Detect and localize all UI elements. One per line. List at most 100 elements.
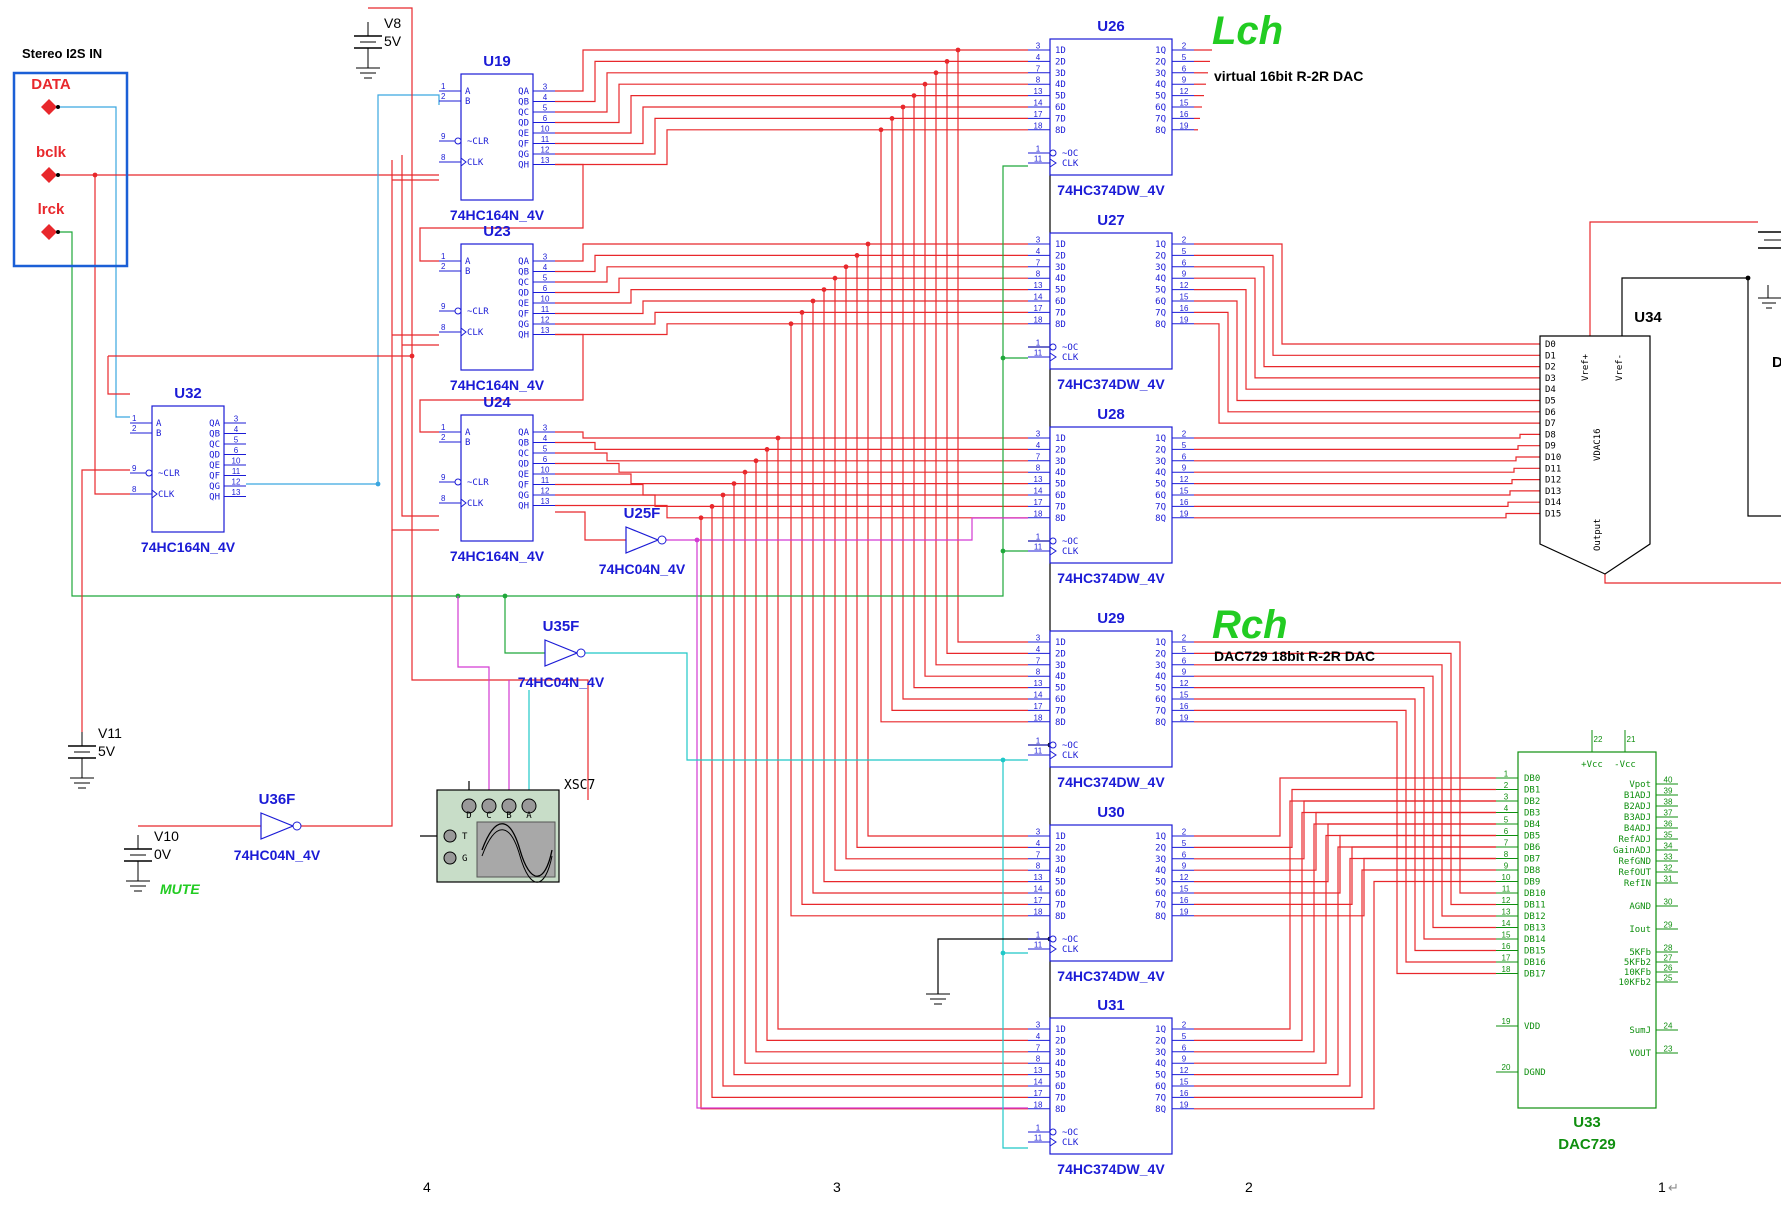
wire-u26-to-u29 <box>935 72 1028 666</box>
latch-pin-number: 19 <box>1180 907 1189 916</box>
dac729-pin-number: 31 <box>1664 875 1673 884</box>
latch-part: 74HC374DW_4V <box>1057 1161 1165 1177</box>
dac729-pin-name: DB2 <box>1524 797 1540 807</box>
dac729-pin-name: RefADJ <box>1618 835 1651 845</box>
latch-pin-name: 4Q <box>1155 1059 1166 1069</box>
shift-register-pin-name: QB <box>518 98 529 108</box>
latch-pin-number: 6 <box>1182 656 1187 665</box>
wire-u29-to-u33 <box>1194 698 1496 952</box>
vdac16-output-label: Output <box>1593 518 1603 551</box>
dac729-pin-number: 7 <box>1504 839 1509 848</box>
latch-pin-number: 18 <box>1034 907 1043 916</box>
junction-dot <box>911 93 917 98</box>
vdac16-pin-name: D5 <box>1545 397 1556 407</box>
dac729-pin-name: DB1 <box>1524 786 1540 796</box>
vdac16-pin-name: D2 <box>1545 363 1556 373</box>
latch-pin-name: 7Q <box>1155 706 1166 716</box>
dac729-pin-name: RefGND <box>1618 857 1651 867</box>
latch-pin-number: 15 <box>1180 885 1189 894</box>
oscilloscope-side-label: T <box>462 832 468 842</box>
junction-dot <box>409 353 415 359</box>
dac729-pin-name: DB10 <box>1524 889 1546 899</box>
shift-register-pin-name: QA <box>518 257 529 267</box>
wire-u31-to-u33 <box>1194 869 1496 1099</box>
latch-pin-name: 1D <box>1055 434 1066 444</box>
junction-dot <box>832 275 838 281</box>
latch-pin-name: CLK <box>1062 945 1079 955</box>
latch-pin-number: 13 <box>1034 873 1043 882</box>
junction-dot <box>698 515 704 521</box>
shift-register-clk-triangle <box>151 489 158 499</box>
latch-pin-name: 4D <box>1055 1059 1066 1069</box>
shift-register-pin-name: A <box>156 419 162 429</box>
wire-u19-to-u26 <box>555 117 1028 155</box>
latch-pin-name: 7D <box>1055 1093 1066 1103</box>
junction-dot <box>375 481 381 487</box>
latch-pin-name: 4D <box>1055 672 1066 682</box>
latch-pin-number: 12 <box>1180 679 1189 688</box>
border-number-1: 1 <box>1658 1179 1666 1195</box>
latch-pin-number: 13 <box>1034 1066 1043 1075</box>
dac729-pin-name: Iout <box>1629 925 1651 935</box>
shift-register-pin-number: 10 <box>541 125 550 134</box>
shift-register-pin-number: 3 <box>543 83 548 92</box>
latch-pin-name: 2D <box>1055 251 1066 261</box>
dac729-pin-name: B3ADJ <box>1624 813 1651 823</box>
shift-register-pin-number: 12 <box>541 316 550 325</box>
latch-pin-name: 8Q <box>1155 1105 1166 1115</box>
latch-pin-name: ~OC <box>1062 343 1078 353</box>
latch-pin-name: 7D <box>1055 706 1066 716</box>
shift-register-pin-name: QA <box>518 87 529 97</box>
latch-pin-name: 5D <box>1055 92 1066 102</box>
latch-pin-name: 7Q <box>1155 502 1166 512</box>
shift-register-pin-number: 13 <box>232 488 241 497</box>
shift-register-pin-number: 13 <box>541 326 550 335</box>
latch-ref: U31 <box>1097 997 1125 1014</box>
latch-pin-name: 1D <box>1055 1025 1066 1035</box>
shift-register-pin-name: QH <box>209 493 220 503</box>
junction-dot <box>900 104 906 110</box>
wire-u27-to-u30 <box>801 312 1028 906</box>
inverter-body <box>625 526 660 554</box>
junction-dot <box>731 481 737 486</box>
shift-register-body <box>151 405 225 533</box>
latch-pin-number: 14 <box>1034 885 1043 894</box>
dac729-pin-name: DB0 <box>1524 774 1540 784</box>
wire-u25f-out <box>666 517 1028 541</box>
wire-u27-to-u30 <box>867 244 1028 837</box>
latch-pin-number: 11 <box>1034 747 1043 756</box>
shift-register-pin-number: 4 <box>543 263 548 272</box>
shift-register-pin-name: A <box>465 257 471 267</box>
junction-dot <box>821 287 827 292</box>
oscilloscope-channel-terminal <box>481 798 497 814</box>
dac729-pin-number: 34 <box>1664 842 1673 851</box>
wire-bclk-to-u32 <box>94 175 130 495</box>
latch-clk-triangle <box>1049 944 1057 954</box>
dac729-pin-number: 10 <box>1502 873 1511 882</box>
shift-register-pin-number: 4 <box>543 93 548 102</box>
wire-u27-to-u34 <box>1194 254 1540 356</box>
scope-probe-c <box>457 596 490 799</box>
source-value: 5V <box>98 743 116 759</box>
shift-register-pin-number: 1 <box>441 82 446 91</box>
wire-u29-to-u33 <box>1194 709 1496 963</box>
i2s-port-connector <box>41 224 57 240</box>
vdac16-pin-name: D4 <box>1545 385 1556 395</box>
latch-pin-name: 5D <box>1055 480 1066 490</box>
latch-pin-number: 6 <box>1182 64 1187 73</box>
vdac16-vref-minus: Vref- <box>1615 354 1625 381</box>
shift-register-pin-number: 1 <box>132 414 137 423</box>
lch-subtitle: virtual 16bit R-2R DAC <box>1214 68 1363 84</box>
oscilloscope-ref: XSC7 <box>564 778 595 793</box>
shift-register-pin-name: QC <box>518 449 529 459</box>
shift-register-pin-number: 2 <box>132 424 137 433</box>
latch-pin-name: 8Q <box>1155 912 1166 922</box>
latch-pin-name: 2Q <box>1155 445 1166 455</box>
dac729-pin-number: 17 <box>1502 954 1511 963</box>
wire-u29-to-u33 <box>1194 641 1496 894</box>
oscilloscope-wave-icon <box>481 829 553 883</box>
latch-pin-number: 12 <box>1180 873 1189 882</box>
mute-label: MUTE <box>160 881 200 897</box>
i2s-port-label: DATA <box>31 76 71 93</box>
shift-register-ref: U19 <box>483 53 511 70</box>
